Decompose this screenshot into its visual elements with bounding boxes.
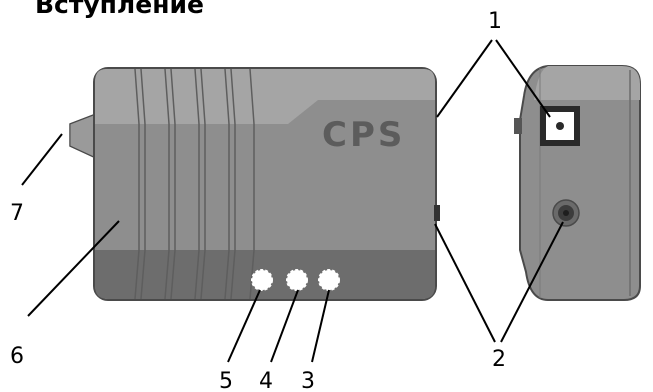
leader-2-front [434, 223, 496, 343]
leader-4 [270, 289, 299, 363]
callout-5: 5 [219, 369, 233, 392]
side-top-bevel [534, 66, 640, 100]
square-port-1 [540, 106, 580, 146]
callout-1: 1 [488, 9, 502, 34]
side-clip [434, 205, 440, 221]
side-clip-small [514, 118, 522, 134]
led-indicator-4 [286, 269, 308, 291]
leader-3 [311, 289, 330, 363]
device-front-view: CPS [69, 67, 440, 301]
callout-4: 4 [259, 369, 273, 392]
leader-2-side [500, 221, 564, 343]
cooling-ribs [134, 68, 255, 300]
device-top-bevel [95, 69, 435, 124]
leader-6 [27, 220, 120, 317]
callout-7: 7 [10, 201, 24, 226]
cps-logo: CPS [322, 115, 405, 155]
leader-lines [21, 39, 564, 363]
led-indicator-5 [251, 269, 273, 291]
device-body [93, 67, 437, 301]
page-heading: Вступление [35, 0, 204, 19]
leader-1-side [495, 39, 551, 118]
leader-5 [227, 289, 261, 363]
callout-3: 3 [301, 369, 315, 392]
device-side-view [514, 65, 641, 301]
round-jack-2 [552, 199, 580, 227]
leader-1-front [436, 39, 493, 118]
callout-2: 2 [492, 347, 506, 372]
callout-6: 6 [10, 344, 24, 369]
leader-7 [21, 133, 63, 186]
led-indicator-3 [318, 269, 340, 291]
callout-numbers: 1 2 3 4 5 6 7 [10, 9, 506, 392]
